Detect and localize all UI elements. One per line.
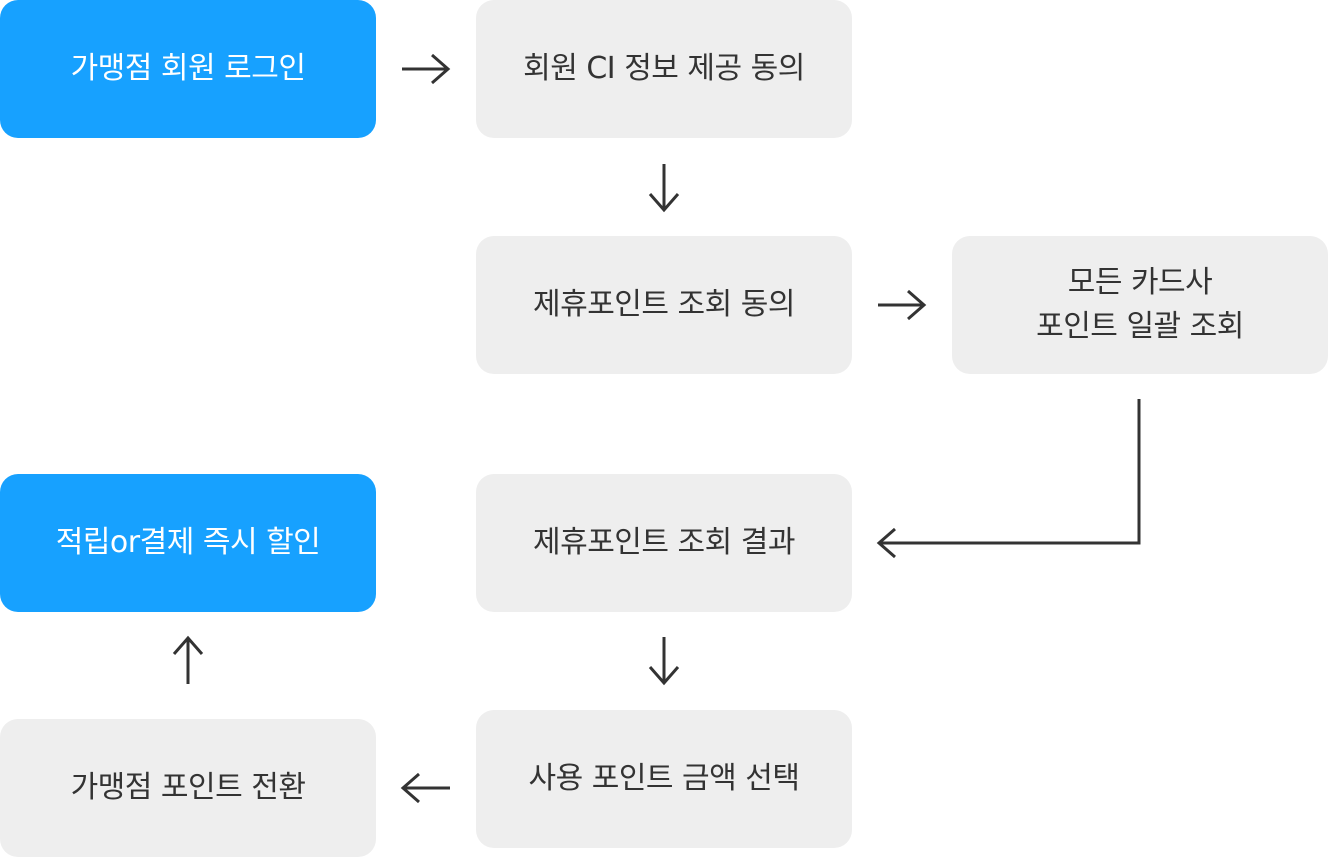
step-query-result: 제휴포인트 조회 결과 [476,474,852,612]
step-all-cards-query: 모든 카드사 포인트 일괄 조회 [952,236,1328,374]
arrow-down-icon [648,637,680,686]
step-instant-discount: 적립or결제 즉시 할인 [0,474,376,612]
step-convert-points: 가맹점 포인트 전환 [0,719,376,857]
arrow-up-icon [172,635,204,684]
arrow-right-icon [402,53,451,85]
step-ci-consent: 회원 CI 정보 제공 동의 [476,0,852,138]
arrow-down-icon [648,164,680,213]
arrow-right-icon [878,289,927,321]
step-label: 회원 CI 정보 제공 동의 [523,51,805,86]
step-point-query-consent: 제휴포인트 조회 동의 [476,236,852,374]
step-label: 제휴포인트 조회 동의 [533,287,795,322]
step-member-login: 가맹점 회원 로그인 [0,0,376,138]
step-label: 가맹점 포인트 전환 [70,770,306,805]
step-label: 제휴포인트 조회 결과 [533,525,795,560]
arrow-left-icon [400,772,450,804]
step-label: 사용 포인트 금액 선택 [528,761,800,796]
arrow-elbow-left-icon [876,399,1141,559]
step-label: 가맹점 회원 로그인 [70,51,306,86]
step-label: 모든 카드사 포인트 일괄 조회 [1036,265,1244,344]
step-select-amount: 사용 포인트 금액 선택 [476,710,852,848]
step-label: 적립or결제 즉시 할인 [55,525,321,560]
